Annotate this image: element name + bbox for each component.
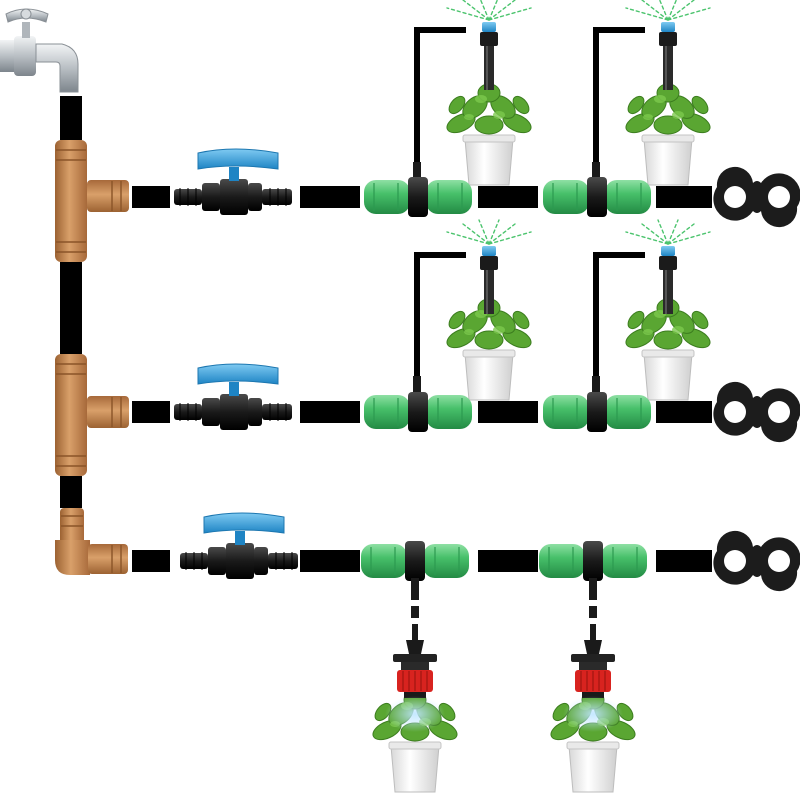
micro-sprinkler — [446, 0, 532, 91]
tee-fitting — [55, 140, 129, 262]
elbow-fitting — [55, 508, 128, 575]
ball-valve — [173, 148, 293, 216]
tee-connector — [360, 540, 470, 582]
tee-connector — [542, 391, 652, 433]
micro-sprinkler — [625, 219, 711, 315]
faucet-icon — [0, 8, 79, 93]
tee-connector — [363, 391, 473, 433]
end-closure — [713, 166, 800, 228]
micro-sprinkler — [625, 0, 711, 91]
micro-sprinkler — [446, 219, 532, 315]
branch-tubes — [414, 27, 645, 394]
potted-plant — [622, 83, 714, 186]
supply-tube — [60, 96, 82, 508]
ball-valve — [179, 512, 299, 580]
tee-connector — [542, 176, 652, 218]
potted-plant — [443, 298, 535, 401]
end-closure — [713, 530, 800, 592]
potted-plant — [622, 298, 714, 401]
dripper-branches — [411, 578, 597, 618]
adjustable-dripper — [562, 623, 624, 733]
potted-plant — [443, 83, 535, 186]
end-closure — [713, 381, 800, 443]
tee-connector — [538, 540, 648, 582]
tee-fitting — [55, 354, 129, 476]
line-tubes — [132, 186, 712, 572]
tee-connector — [363, 176, 473, 218]
adjustable-dripper — [384, 623, 446, 733]
branch-stems — [413, 162, 600, 396]
ball-valve — [173, 363, 293, 431]
